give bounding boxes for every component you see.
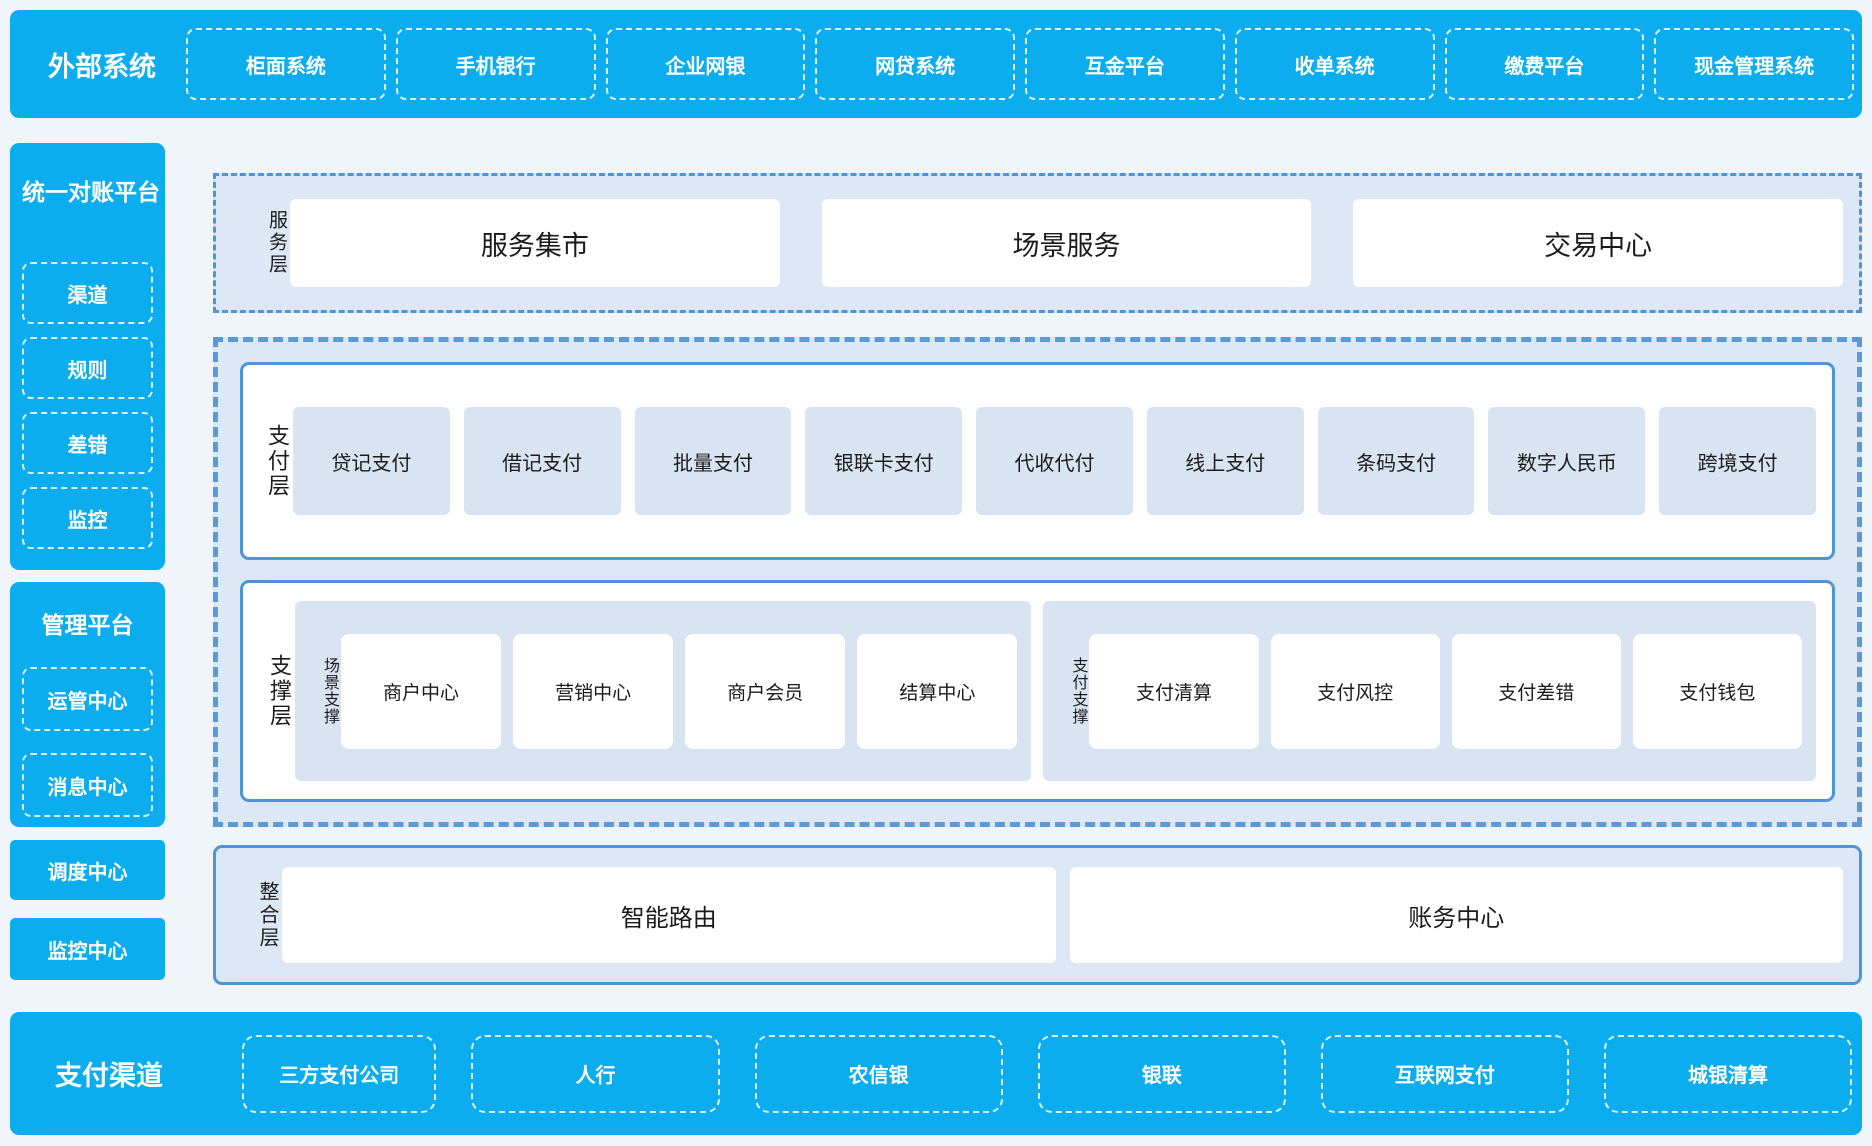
payment-channel-node: 农信银 [754, 1034, 1003, 1113]
service-layer-items: 服务集市 场景服务 交易中心 [290, 199, 1844, 287]
payment-channels-bar: 支付渠道 三方支付公司 人行 农信银 银联 互联网支付 城银清算 [10, 1012, 1862, 1135]
payment-channel-node: 互联网支付 [1320, 1034, 1569, 1113]
scene-support-node: 商户会员 [685, 633, 846, 749]
service-node: 场景服务 [821, 199, 1312, 287]
payment-support-node: 支付风控 [1270, 633, 1440, 749]
monitor-center-node: 监控中心 [10, 918, 165, 980]
integration-node: 智能路由 [282, 867, 1056, 963]
reconciliation-node: 监控 [22, 487, 153, 549]
payment-support-label: 支付支撑 [1069, 657, 1087, 725]
scheduler-center-node: 调度中心 [10, 840, 165, 900]
payment-support-node: 支付差错 [1451, 633, 1621, 749]
payment-channel-node: 银联 [1037, 1034, 1286, 1113]
core-layers-box: 支付层 贷记支付 借记支付 批量支付 银联卡支付 代收代付 线上支付 条码支付 … [213, 337, 1862, 827]
reconciliation-items: 渠道 规则 差错 监控 [22, 262, 153, 549]
service-layer-box: 服务层 服务集市 场景服务 交易中心 [213, 173, 1862, 313]
payment-layer-label: 支付层 [265, 423, 290, 499]
payment-channel-node: 人行 [471, 1034, 720, 1113]
payment-node: 跨境支付 [1659, 407, 1817, 515]
scene-support-node: 商户中心 [341, 633, 502, 749]
management-node: 消息中心 [22, 753, 153, 817]
integration-layer-label: 整合层 [256, 880, 278, 950]
service-layer-label: 服务层 [266, 210, 287, 276]
payment-node: 数字人民币 [1488, 407, 1646, 515]
payment-node: 贷记支付 [293, 407, 450, 515]
management-items: 运管中心 消息中心 [22, 667, 153, 817]
external-system-node: 柜面系统 [186, 28, 386, 100]
external-systems-title: 外部系统 [48, 51, 156, 82]
scene-support-group: 场景支撑 商户中心 营销中心 商户会员 结算中心 [295, 601, 1032, 781]
management-node: 运管中心 [22, 667, 153, 731]
external-system-node: 手机银行 [395, 28, 596, 100]
reconciliation-node: 规则 [22, 337, 153, 399]
external-system-node: 现金管理系统 [1654, 28, 1854, 100]
scene-support-node: 营销中心 [513, 633, 674, 749]
main-column: 服务层 服务集市 场景服务 交易中心 支付层 贷记支付 借记支付 批量支付 银联… [213, 143, 1862, 985]
payment-support-items: 支付清算 支付风控 支付差错 支付钱包 [1089, 633, 1802, 749]
external-system-node: 收单系统 [1234, 28, 1435, 100]
payment-node: 条码支付 [1317, 407, 1475, 515]
payment-support-node: 支付清算 [1089, 633, 1259, 749]
external-systems-bar: 外部系统 柜面系统 手机银行 企业网银 网贷系统 互金平台 收单系统 缴费平台 … [10, 10, 1862, 118]
diagram-middle-region: 统一对账平台 渠道 规则 差错 监控 管理平台 运管中心 消息中心 调度中心 监… [10, 143, 1862, 985]
scene-support-node: 结算中心 [857, 633, 1018, 749]
payment-node: 借记支付 [463, 407, 621, 515]
reconciliation-node: 渠道 [22, 262, 153, 324]
integration-layer-items: 智能路由 账务中心 [282, 867, 1843, 963]
integration-node: 账务中心 [1069, 867, 1843, 963]
payment-layer-box: 支付层 贷记支付 借记支付 批量支付 银联卡支付 代收代付 线上支付 条码支付 … [240, 362, 1835, 560]
management-platform-title: 管理平台 [41, 612, 134, 638]
reconciliation-platform-panel: 统一对账平台 渠道 规则 差错 监控 [10, 143, 165, 570]
external-systems-items: 柜面系统 手机银行 企业网银 网贷系统 互金平台 收单系统 缴费平台 现金管理系… [186, 28, 1854, 100]
scene-support-label: 场景支撑 [321, 657, 338, 725]
scene-support-items: 商户中心 营销中心 商户会员 结算中心 [341, 633, 1018, 749]
management-platform-panel: 管理平台 运管中心 消息中心 [10, 582, 165, 827]
service-node: 服务集市 [290, 199, 780, 287]
payment-channels-items: 三方支付公司 人行 农信银 银联 互联网支付 城银清算 [242, 1034, 1853, 1113]
payment-support-group: 支付支撑 支付清算 支付风控 支付差错 支付钱包 [1043, 601, 1816, 781]
support-layer-groups: 场景支撑 商户中心 营销中心 商户会员 结算中心 支付支撑 支付清算 支付风控 [295, 601, 1816, 781]
external-system-node: 缴费平台 [1444, 28, 1645, 100]
payment-channel-node: 三方支付公司 [242, 1034, 437, 1113]
payment-layer-items: 贷记支付 借记支付 批量支付 银联卡支付 代收代付 线上支付 条码支付 数字人民… [293, 407, 1817, 515]
support-layer-box: 支撑层 场景支撑 商户中心 营销中心 商户会员 结算中心 支付支撑 [240, 580, 1835, 802]
reconciliation-platform-title: 统一对账平台 [22, 179, 160, 205]
reconciliation-node: 差错 [22, 412, 153, 474]
service-node: 交易中心 [1353, 199, 1844, 287]
payment-channel-node: 城银清算 [1603, 1034, 1853, 1113]
support-layer-label: 支撑层 [267, 653, 292, 729]
payment-node: 批量支付 [634, 407, 792, 515]
external-system-node: 互金平台 [1025, 28, 1225, 100]
payment-channels-title: 支付渠道 [55, 1061, 163, 1091]
payment-node: 线上支付 [1146, 407, 1304, 515]
payment-node: 代收代付 [976, 407, 1133, 515]
payment-support-node: 支付钱包 [1632, 633, 1802, 749]
external-system-node: 企业网银 [605, 28, 806, 100]
left-sidebar: 统一对账平台 渠道 规则 差错 监控 管理平台 运管中心 消息中心 调度中心 监… [10, 143, 165, 985]
payment-node: 银联卡支付 [805, 407, 963, 515]
external-system-node: 网贷系统 [815, 28, 1015, 100]
integration-layer-box: 整合层 智能路由 账务中心 [213, 845, 1862, 985]
